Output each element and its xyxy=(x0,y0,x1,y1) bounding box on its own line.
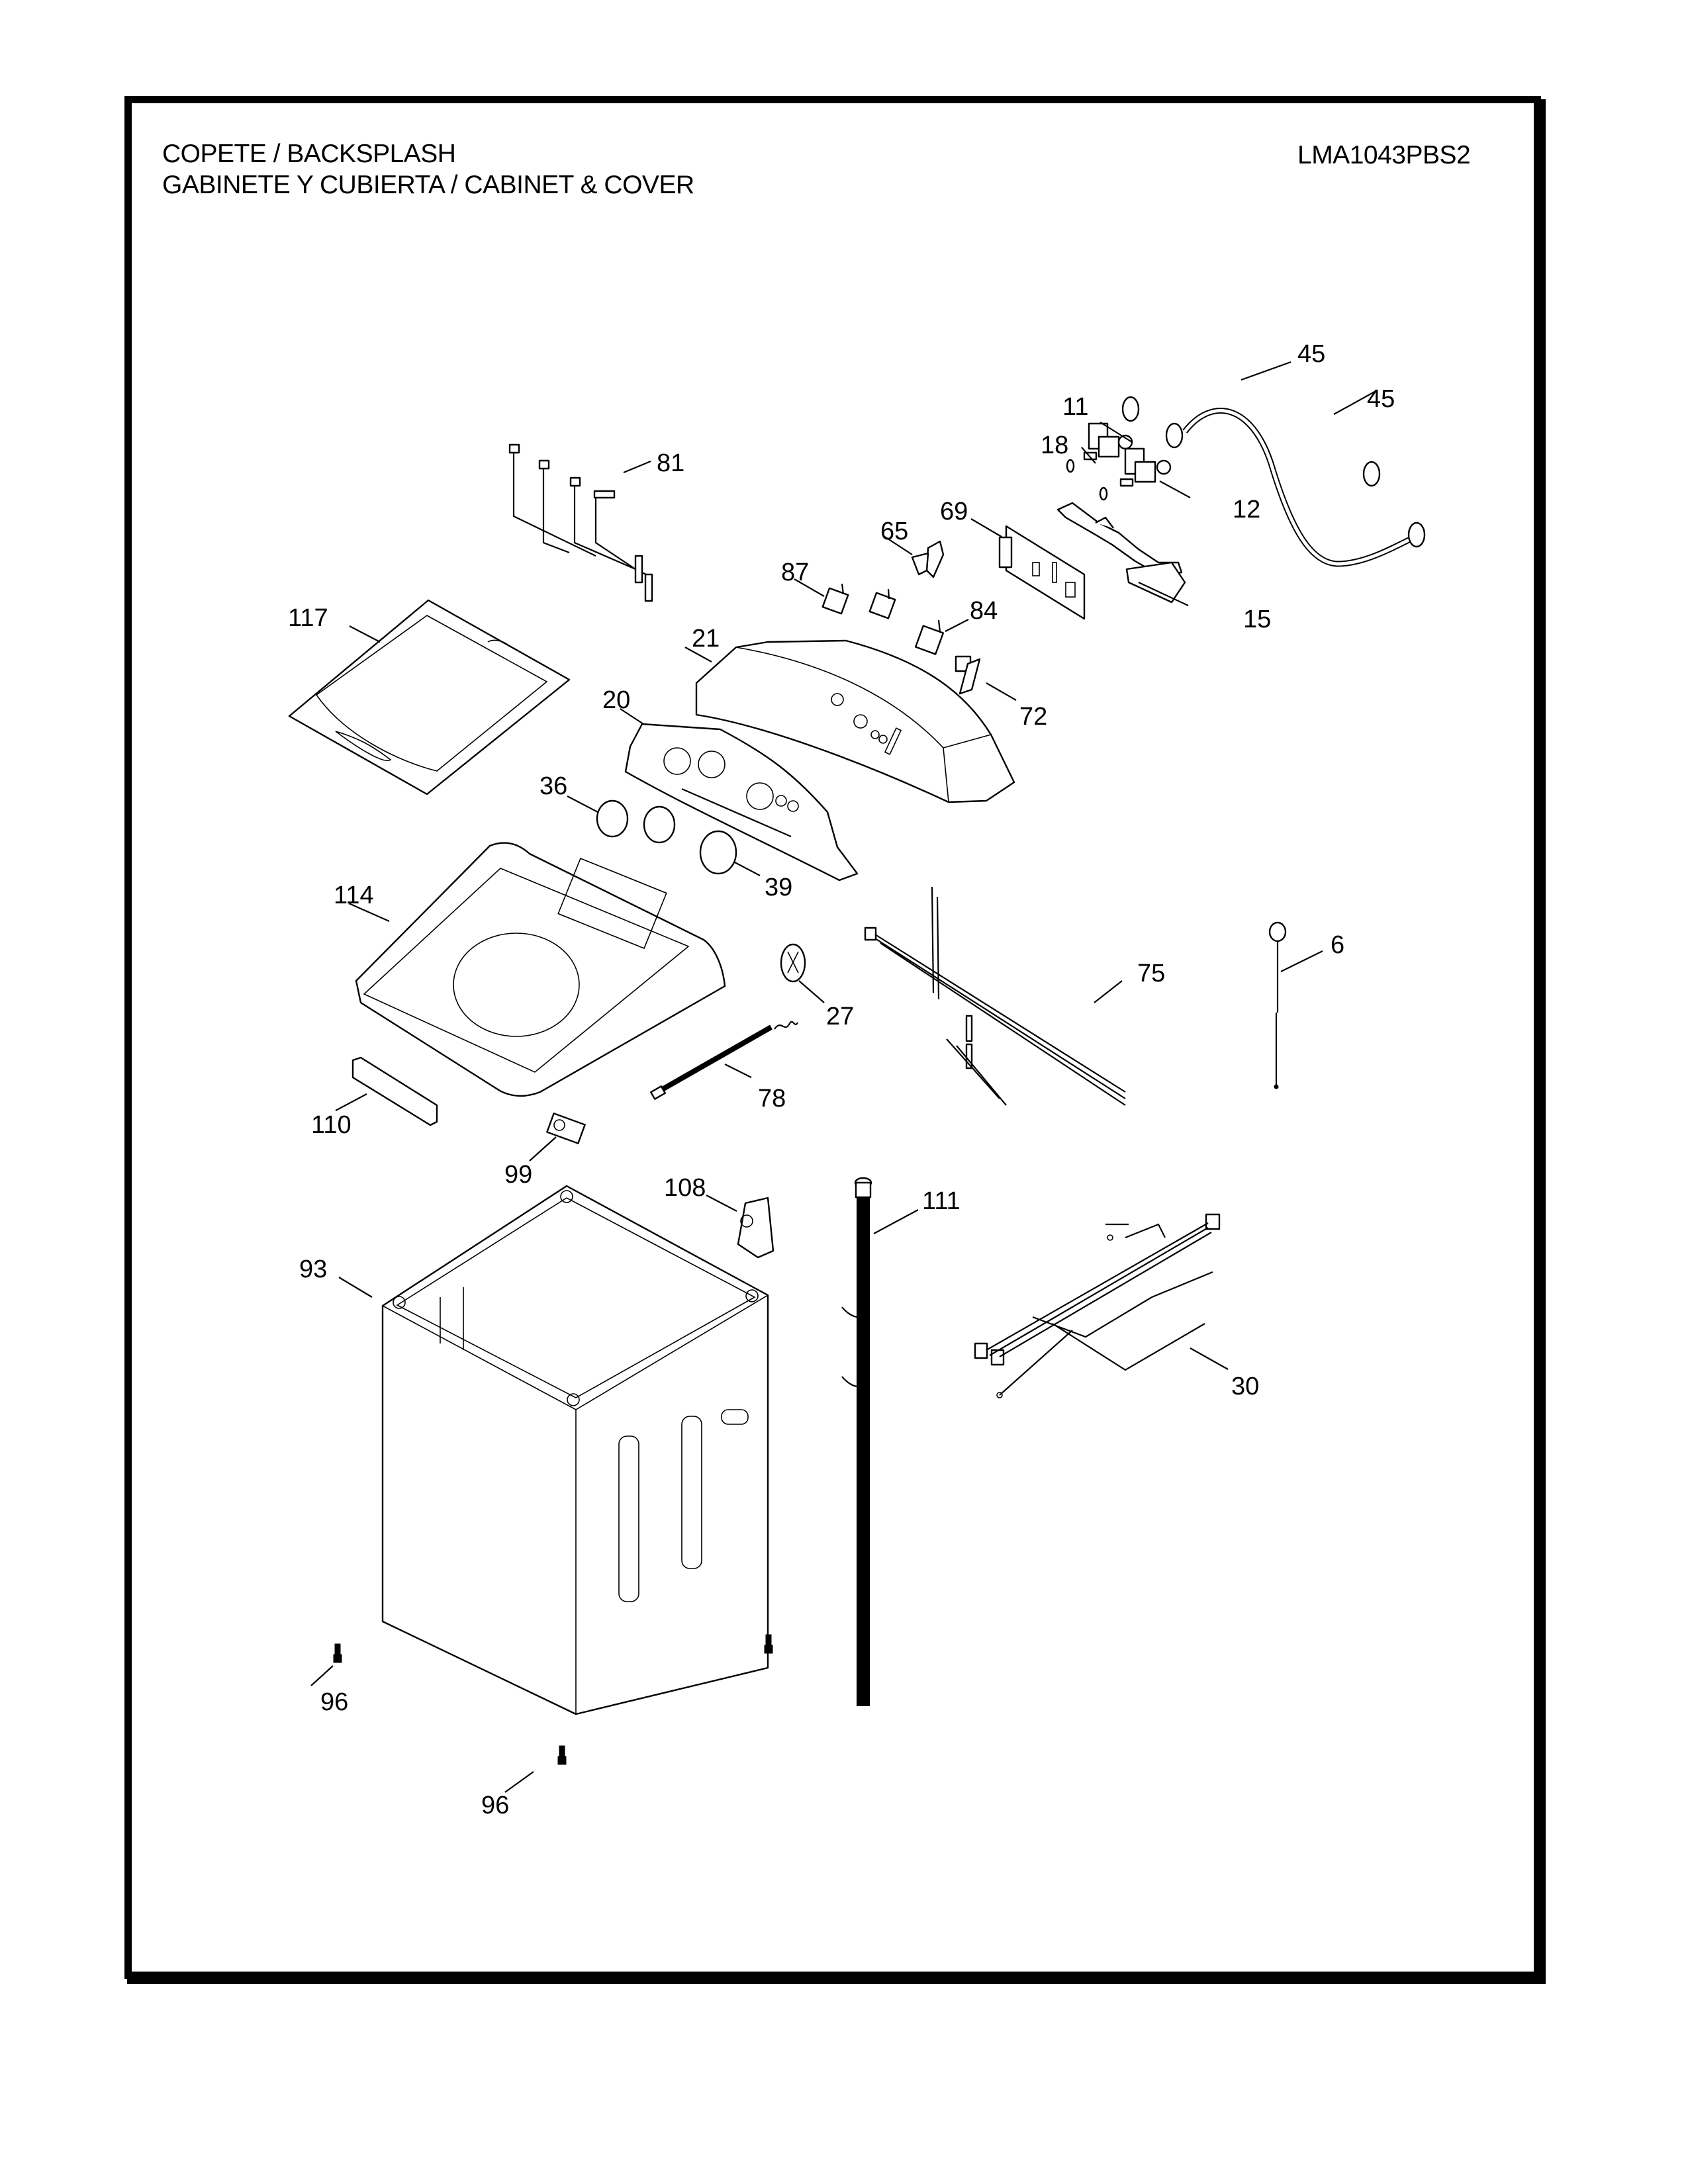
control-harness-part[interactable] xyxy=(508,443,653,602)
label-12: 12 xyxy=(1233,496,1260,523)
leader-lines xyxy=(310,361,1378,1793)
label-110: 110 xyxy=(311,1111,352,1139)
label-15: 15 xyxy=(1243,606,1271,633)
timer-switch-part[interactable] xyxy=(914,619,945,655)
label-69: 69 xyxy=(940,498,968,525)
label-27: 27 xyxy=(826,1003,854,1030)
label-81: 81 xyxy=(657,449,684,477)
label-111: 111 xyxy=(922,1187,961,1215)
led-board-part[interactable] xyxy=(955,655,981,695)
motor-harness-part[interactable] xyxy=(974,1213,1221,1398)
control-panel-overlay-part[interactable] xyxy=(624,723,859,882)
top-cover-part[interactable] xyxy=(355,842,726,1097)
label-21: 21 xyxy=(692,625,720,653)
label-20: 20 xyxy=(602,686,630,714)
lid-switch-part[interactable] xyxy=(546,1113,586,1144)
label-96-left: 96 xyxy=(320,1688,348,1716)
label-75: 75 xyxy=(1137,960,1165,987)
label-96-bottom: 96 xyxy=(481,1792,509,1819)
front-trim-part[interactable] xyxy=(352,1056,438,1126)
knob-small-part[interactable] xyxy=(596,799,676,844)
fill-nozzle-part[interactable] xyxy=(1056,502,1186,604)
label-30: 30 xyxy=(1231,1373,1259,1400)
selector-switch-part[interactable] xyxy=(821,583,896,619)
control-board-part[interactable] xyxy=(998,525,1086,620)
label-45-lower: 45 xyxy=(1367,385,1395,413)
label-93: 93 xyxy=(299,1255,327,1283)
label-6: 6 xyxy=(1331,931,1344,959)
leveling-foot-part[interactable] xyxy=(333,1634,773,1765)
label-11: 11 xyxy=(1062,393,1088,421)
knob-large-part[interactable] xyxy=(699,830,737,875)
drain-hose-part[interactable] xyxy=(841,1177,872,1706)
frame-shadow-right xyxy=(1541,99,1546,1984)
backsplash-housing-part[interactable] xyxy=(695,639,1015,803)
page-frame xyxy=(124,96,1541,1979)
label-36: 36 xyxy=(539,772,567,800)
water-valve-cold-part[interactable] xyxy=(1119,447,1172,487)
label-117: 117 xyxy=(288,604,328,632)
cabinet-part[interactable] xyxy=(381,1185,769,1715)
label-84: 84 xyxy=(970,597,998,625)
label-99: 99 xyxy=(504,1161,532,1189)
pressure-hose-part[interactable] xyxy=(650,1021,798,1100)
label-78: 78 xyxy=(758,1085,786,1113)
label-108: 108 xyxy=(664,1174,706,1202)
title-line-2: GABINETE Y CUBIERTA / CABINET & COVER xyxy=(162,171,694,199)
inlet-hose-part[interactable] xyxy=(1121,379,1426,567)
label-87: 87 xyxy=(781,559,809,586)
label-18: 18 xyxy=(1041,432,1068,459)
board-bracket-part[interactable] xyxy=(911,540,945,578)
main-harness-part[interactable] xyxy=(864,886,1126,1106)
model-number: LMA1043PBS2 xyxy=(1297,141,1471,169)
pressure-switch-part[interactable] xyxy=(780,943,806,983)
frame-shadow-bottom xyxy=(127,1979,1545,1984)
label-114: 114 xyxy=(334,882,374,909)
power-cord-sensor-part[interactable] xyxy=(1268,921,1287,1089)
title-line-1: COPETE / BACKSPLASH xyxy=(162,140,456,168)
label-72: 72 xyxy=(1019,703,1047,731)
part-labels: 45 45 11 18 12 15 81 69 65 87 84 72 117 … xyxy=(288,340,1395,1819)
valve-clamp-part[interactable] xyxy=(1066,459,1108,501)
hose-bracket-part[interactable] xyxy=(737,1197,774,1259)
label-45-upper: 45 xyxy=(1297,340,1325,368)
lid-part[interactable] xyxy=(288,599,571,796)
label-65: 65 xyxy=(880,518,908,545)
label-39: 39 xyxy=(765,874,792,901)
